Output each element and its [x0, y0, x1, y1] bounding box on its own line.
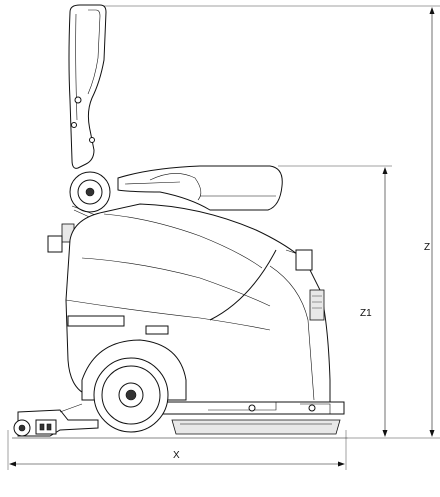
dimension-z-label: Z: [424, 242, 430, 253]
dimension-z1: Z1: [278, 165, 392, 437]
rear-wheel: [81, 339, 187, 433]
dimension-x: X: [7, 430, 347, 470]
seat-cushion: [117, 165, 283, 211]
squeegee-assembly: [13, 403, 99, 437]
dimension-x-label: X: [173, 450, 180, 461]
dimension-z1-label: Z1: [360, 308, 372, 319]
seat-backrest: [68, 4, 107, 169]
steering-hub: [47, 171, 111, 253]
dimension-z: Z: [104, 5, 440, 439]
brush-deck: [159, 401, 345, 435]
